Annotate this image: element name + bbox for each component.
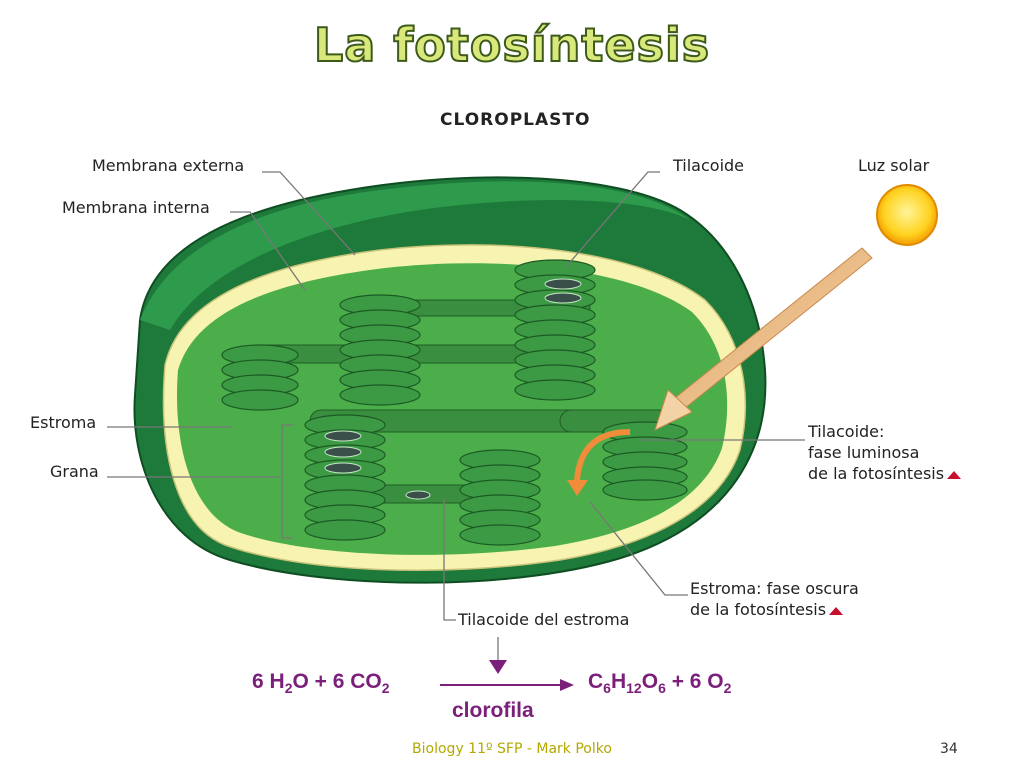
label-estroma: Estroma: [30, 413, 97, 432]
sun-icon: [876, 184, 938, 246]
label-membrana-interna: Membrana interna: [62, 198, 210, 217]
marker-triangle-icon: [829, 606, 844, 615]
reaction-arrow-head: [560, 679, 574, 691]
diagram-heading: CLOROPLASTO: [440, 110, 591, 130]
label-luz-solar: Luz solar: [858, 156, 930, 175]
dark-phase-arrowhead: [567, 480, 588, 496]
equation-catalyst: clorofila: [452, 699, 534, 722]
reaction-down-arrowhead: [489, 660, 507, 674]
outer-membrane-top: [140, 181, 690, 330]
light-ray-arrow: [654, 247, 873, 431]
equation-products: C6H12O6 + 6 O2: [588, 670, 732, 697]
label-membrana-externa: Membrana externa: [92, 156, 245, 175]
granum-stacks: [221, 259, 688, 546]
equation-reactants: 6 H2O + 6 CO2: [252, 670, 390, 697]
page-number: 34: [940, 741, 958, 757]
slide-footer: Biology 11º SFP - Mark Polko: [412, 741, 612, 757]
label-tilacoide-del-estroma: Tilacoide del estroma: [458, 610, 630, 629]
label-estroma-fase-oscura: Estroma: fase oscura de la fotosíntesis: [690, 578, 859, 620]
dark-phase-arrow: [574, 429, 631, 481]
slide-title: La fotosíntesis: [313, 17, 711, 73]
label-tilacoide-fase-luminosa-text: Tilacoide: fase luminosa de la fotosínte…: [808, 422, 945, 483]
label-tilacoide: Tilacoide: [673, 156, 745, 175]
label-grana: Grana: [50, 462, 99, 481]
thylakoid-lumens: [324, 278, 582, 500]
marker-triangle-icon: [947, 470, 962, 479]
label-tilacoide-fase-luminosa: Tilacoide: fase luminosa de la fotosínte…: [808, 421, 962, 484]
label-estroma-fase-oscura-text: Estroma: fase oscura de la fotosíntesis: [690, 579, 859, 619]
